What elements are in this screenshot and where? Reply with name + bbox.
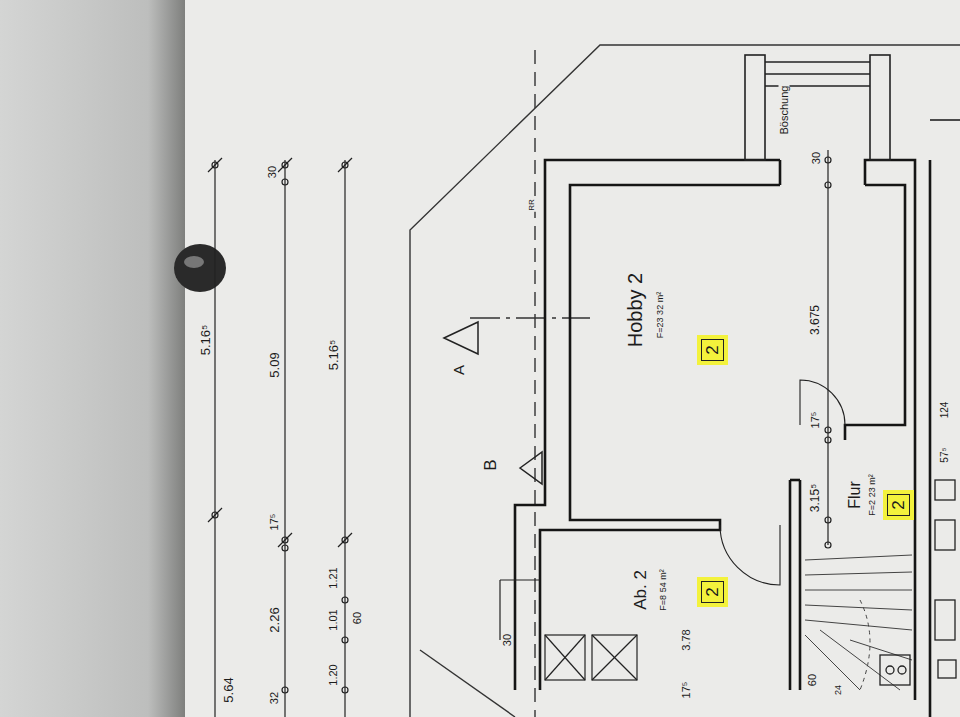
dimension: 17⁵ [681,681,692,700]
room-area-size: F=2 23 m² [868,474,877,515]
dimension: 3.675 [809,304,821,336]
dimension: 57⁵ [940,446,950,463]
dimension: 3.15⁵ [809,483,821,513]
room-number: 2 [704,587,721,596]
dimension: 3.78 [681,628,692,651]
room-number: 2 [704,345,721,354]
dimension: 17⁵ [810,411,821,430]
dimension: 30 [811,151,822,165]
dimension: 60 [807,673,818,687]
pipe-label: RR [528,198,536,212]
room-number-badge: 2 [697,335,728,365]
dimension: 1.20 [328,663,339,686]
room-area: Hobby 2 F=23 32 m² 2 [570,185,905,515]
room-name: Ab. 2 [632,570,649,610]
slope-label: Böschung [779,85,790,136]
dimension: 5.16⁵ [327,339,340,372]
section-letter: A [451,364,466,376]
dimension: 24 [834,684,843,696]
dimension: 5.64 [222,676,235,703]
dimension: 60 [352,611,363,625]
dimension: 1.01 [328,608,339,631]
room-area-size: F=23 32 m² [656,292,665,338]
dimension: 5.09 [268,351,281,378]
dimension: 32 [269,691,280,705]
room-area: Ab. 2 F=8 54 m² 2 [540,530,790,680]
dimension: 5.16⁵ [199,324,212,357]
dimension: 30 [267,165,278,179]
room-name: Flur [847,481,863,509]
room-area-size: F=8 54 m² [659,569,668,610]
room-number-badge: 2 [697,577,728,607]
dimension: 2.26 [268,606,281,633]
room-name: Hobby 2 [625,273,645,348]
dimension: 17⁵ [269,513,280,532]
dimension: 124 [940,401,950,420]
room-number: 2 [890,500,907,509]
dimension: 1.21 [328,566,339,589]
section-letter: B [482,458,499,471]
room-number-badge: 2 [883,490,914,520]
dimension: 30 [502,633,513,647]
room-area: Flur F=2 23 m² 2 [840,440,915,550]
